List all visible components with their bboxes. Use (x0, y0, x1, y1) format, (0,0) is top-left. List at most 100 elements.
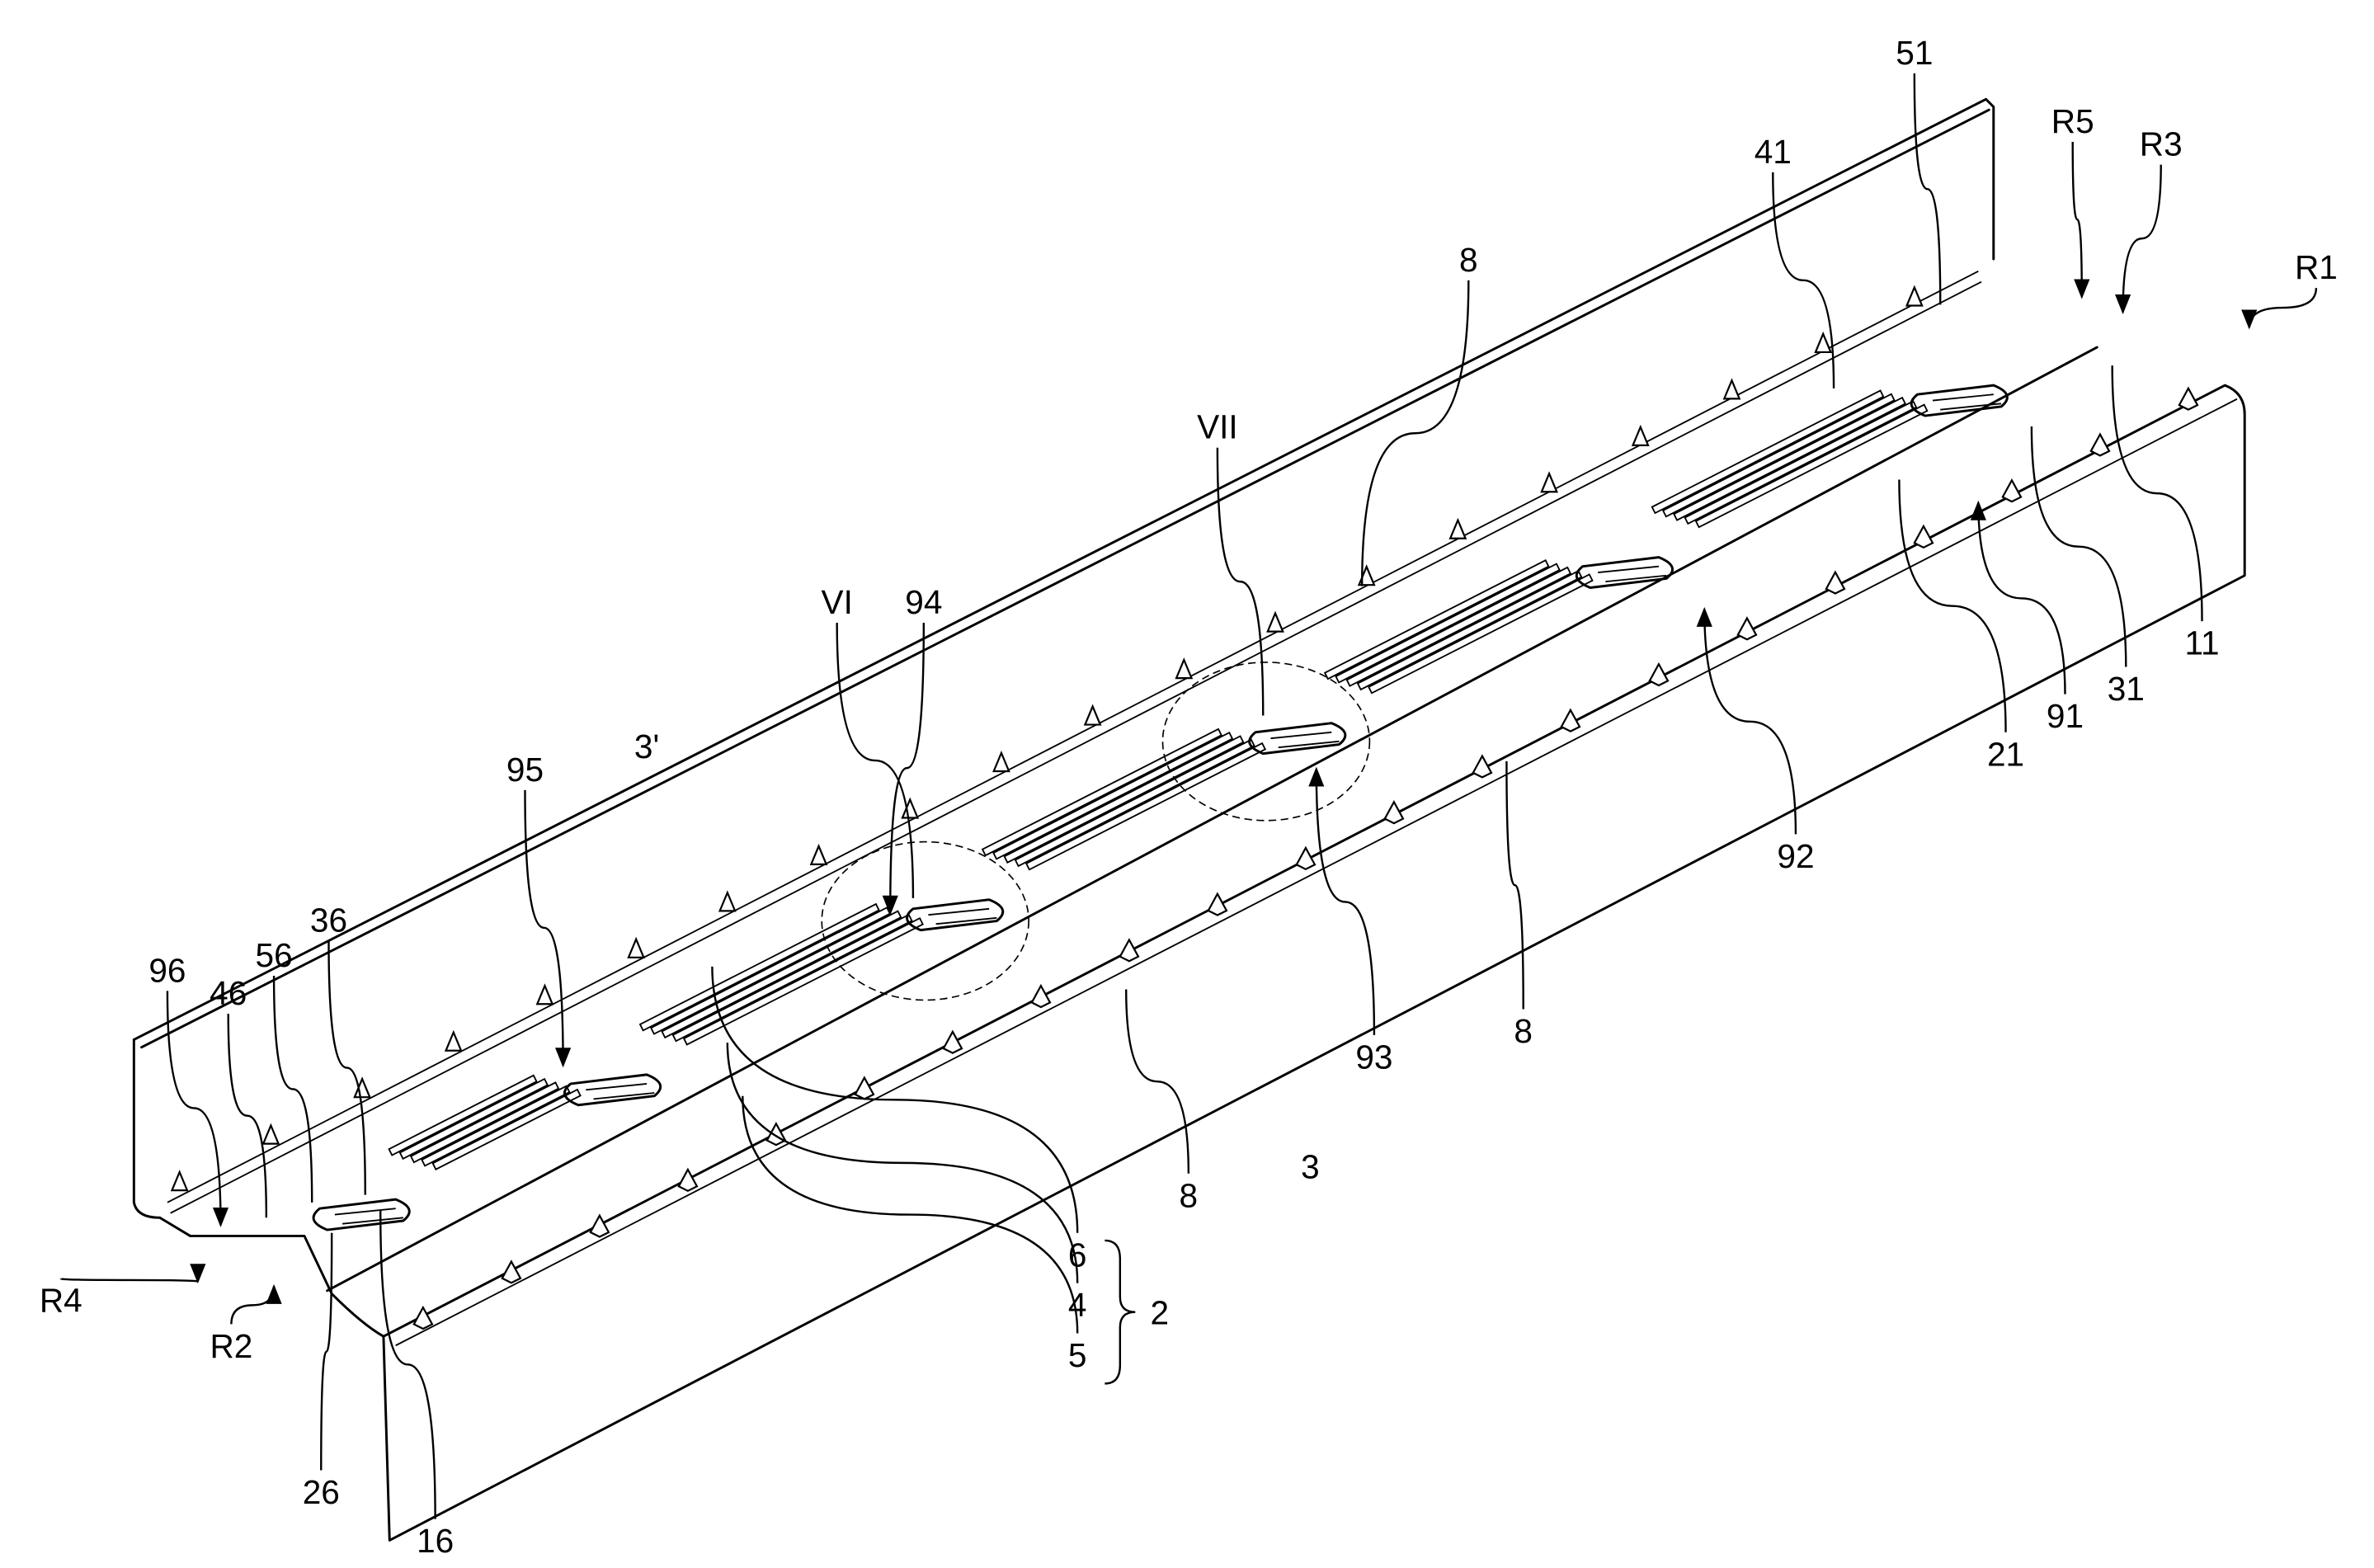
marker-8 (501, 1260, 522, 1284)
marker-8 (1913, 524, 1934, 549)
label-31: 31 (2108, 670, 2145, 708)
marker-8 (1119, 938, 1140, 963)
slot (431, 1088, 582, 1170)
marker-8 (444, 1029, 463, 1052)
slot (1694, 403, 1929, 529)
label-21: 21 (1987, 735, 2024, 773)
label-r4: R4 (40, 1282, 82, 1320)
label-46: 46 (210, 974, 247, 1012)
label-93: 93 (1355, 1038, 1392, 1076)
label-5: 5 (1068, 1336, 1087, 1374)
label-3: 3 (1301, 1147, 1320, 1185)
leader-51 (1913, 73, 1942, 305)
marker-8 (1825, 570, 1846, 595)
slot (1323, 559, 1550, 680)
marker-8 (1175, 657, 1194, 680)
marker-8 (627, 936, 646, 958)
leader-r5 (2071, 141, 2090, 299)
slot (1003, 735, 1245, 864)
marker-8 (1905, 285, 1924, 307)
slot (421, 1085, 571, 1167)
marker-8 (854, 1076, 875, 1100)
label-r2: R2 (210, 1327, 252, 1365)
label-56: 56 (256, 936, 293, 974)
leader-11 (2111, 365, 2203, 622)
marker-8 (677, 1167, 699, 1193)
label-26: 26 (303, 1473, 340, 1511)
slot (1673, 396, 1907, 521)
label-6: 6 (1068, 1236, 1087, 1274)
leader-8 (1505, 760, 1524, 1010)
leader-46 (227, 1014, 268, 1218)
slot (1335, 563, 1561, 684)
marker-8 (261, 1123, 280, 1145)
label-r3: R3 (2140, 125, 2183, 163)
leader-lines (59, 73, 2318, 1519)
marker-8 (535, 983, 554, 1005)
leader-95 (524, 789, 572, 1068)
leader-91 (1970, 500, 2066, 695)
leader-92 (1696, 606, 1797, 835)
marker-8 (765, 1121, 787, 1147)
leader-r2 (230, 1283, 282, 1325)
label-16: 16 (417, 1522, 454, 1560)
slot (1684, 400, 1918, 525)
marker-8 (1295, 845, 1317, 871)
label-91: 91 (2047, 697, 2084, 735)
leader-4 (726, 1043, 1079, 1283)
marker-8 (1266, 610, 1284, 633)
marker-8 (1030, 983, 1052, 1009)
leader-6 (711, 966, 1079, 1233)
leader-41 (1772, 172, 1835, 388)
label-2: 2 (1151, 1293, 1170, 1331)
slot (388, 1074, 538, 1156)
detail-circles (821, 662, 1371, 1001)
leader-8 (1125, 989, 1190, 1174)
label-96: 96 (148, 951, 186, 989)
label-95: 95 (506, 751, 544, 789)
marker-8 (1631, 424, 1650, 446)
slot (1356, 569, 1583, 691)
marker-8 (2089, 432, 2111, 457)
slot (1345, 566, 1572, 687)
brace (1105, 1239, 1136, 1385)
dimple-markers-8 (170, 285, 2199, 1330)
slot (661, 910, 902, 1039)
leader-93 (1308, 766, 1376, 1035)
leader-r1 (2241, 287, 2318, 330)
marker-8 (1448, 517, 1467, 539)
marker-8 (718, 890, 737, 912)
label-51: 51 (1896, 34, 1933, 72)
leader-96 (166, 991, 229, 1227)
slot (1024, 742, 1267, 871)
label-8: 8 (1459, 241, 1478, 279)
label-41: 41 (1755, 133, 1792, 171)
slot (671, 913, 913, 1043)
marker-8 (1722, 378, 1741, 400)
leader-8 (1360, 280, 1470, 586)
cross-rib-94 (1575, 556, 1674, 589)
leader-21 (1898, 479, 2007, 732)
marker-8 (809, 843, 828, 866)
slot (1368, 573, 1594, 695)
marker-8 (170, 1170, 189, 1192)
ribs-and-slots (312, 384, 2009, 1231)
marker-8 (589, 1213, 610, 1238)
label-3-prime: 3' (634, 727, 659, 765)
leader-16 (379, 1210, 436, 1519)
leader-56 (272, 975, 313, 1203)
leader-5 (742, 1095, 1079, 1334)
marker-8 (1472, 754, 1493, 779)
cross-rib-93 (1248, 722, 1347, 756)
leader-94 (882, 622, 926, 916)
label-r5: R5 (2051, 102, 2094, 140)
leader-vi (836, 622, 915, 898)
slot (398, 1077, 549, 1161)
marker-8 (2178, 386, 2199, 411)
slot (1651, 389, 1885, 515)
label-92: 92 (1777, 837, 1814, 875)
slot (981, 727, 1222, 857)
marker-8 (942, 1029, 963, 1054)
leader-r3 (2115, 164, 2162, 314)
